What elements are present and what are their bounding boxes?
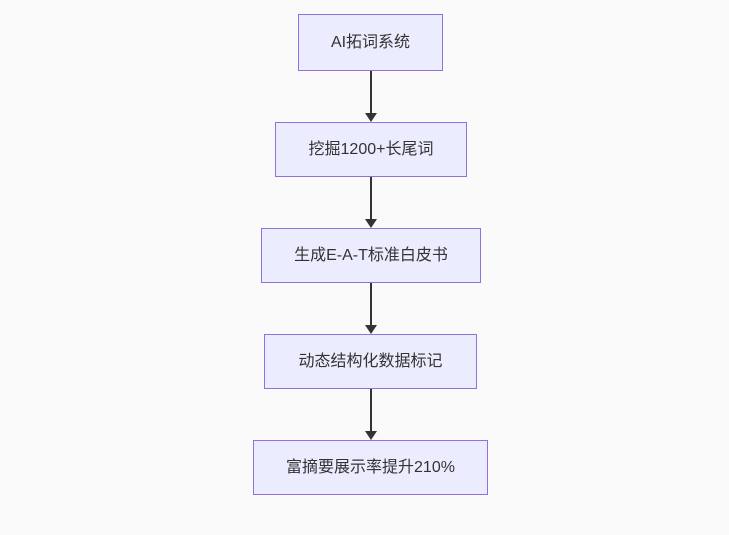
- flow-node-ai-keyword-system: AI拓词系统: [298, 14, 443, 71]
- flow-edge-1: [364, 71, 378, 122]
- node-label: 富摘要展示率提升210%: [286, 458, 455, 476]
- node-label: 动态结构化数据标记: [298, 352, 443, 370]
- arrow-head-icon: [365, 431, 377, 440]
- node-label: 生成E-A-T标准白皮书: [294, 246, 448, 264]
- flow-node-structured-data-markup: 动态结构化数据标记: [264, 334, 477, 389]
- arrow-line: [370, 177, 372, 219]
- arrow-line: [370, 71, 372, 113]
- flow-node-rich-snippet-uplift: 富摘要展示率提升210%: [253, 440, 488, 495]
- flow-edge-2: [364, 177, 378, 228]
- flow-node-eat-whitepaper: 生成E-A-T标准白皮书: [261, 228, 481, 283]
- flow-node-longtail-mining: 挖掘1200+长尾词: [275, 122, 467, 177]
- flow-edge-3: [364, 283, 378, 334]
- arrow-line: [370, 389, 372, 431]
- node-label: AI拓词系统: [330, 33, 411, 51]
- arrow-head-icon: [365, 219, 377, 228]
- arrow-line: [370, 283, 372, 325]
- node-label: 挖掘1200+长尾词: [308, 140, 434, 158]
- arrow-head-icon: [365, 113, 377, 122]
- flow-edge-4: [364, 389, 378, 440]
- arrow-head-icon: [365, 325, 377, 334]
